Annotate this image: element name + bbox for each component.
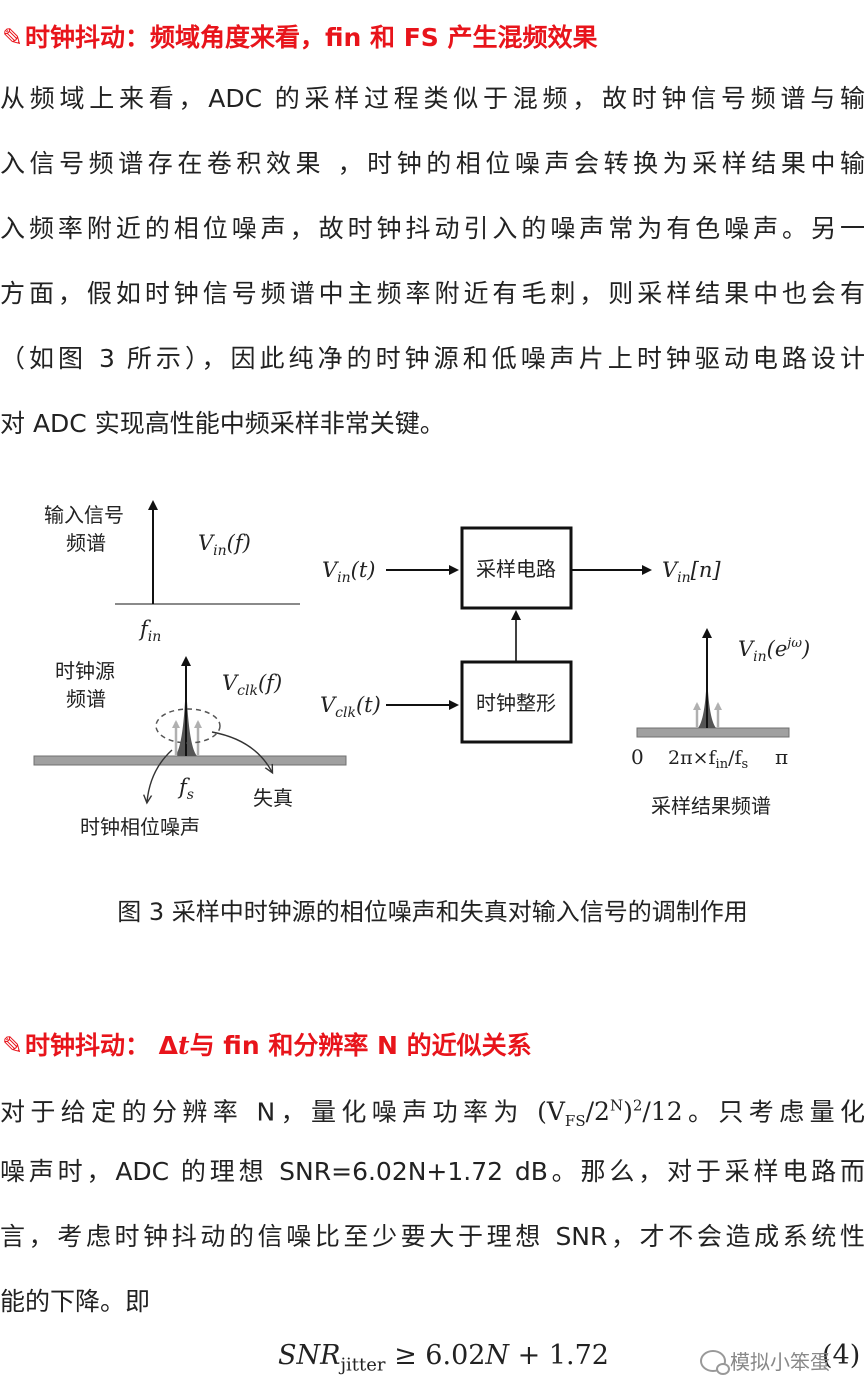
fin-label: fin: [138, 617, 161, 645]
equation-rhs-tail: + 1.72: [509, 1340, 609, 1371]
axis-zero-label: 0: [631, 745, 644, 769]
heading-text: 时钟抖动：: [24, 1031, 159, 1060]
input-spectrum-label: 输入信号: [44, 503, 124, 527]
input-spectrum: 输入信号 频谱 Vin(f) fin: [44, 500, 300, 645]
vclk-f-label: Vclk(f): [222, 671, 282, 699]
input-spectrum-label: 频谱: [66, 531, 106, 555]
paragraph-line: 言，考虑时钟抖动的信噪比至少要大于理想 SNR，才不会造成系统性: [0, 1222, 865, 1251]
result-spectrum: Vin(ejω) 0 2π×fin/fs π 采样结果频谱: [631, 628, 810, 818]
sampling-circuit-block: [460, 526, 573, 610]
paragraph-line: 对 ADC 实现高性能中频采样非常关键。: [0, 409, 445, 438]
clock-spectrum-axis: [33, 755, 347, 766]
axis-mid-label: 2π×fin/fs: [668, 747, 748, 772]
distortion-label: 失真: [253, 786, 293, 810]
equation-lhs: SNR: [278, 1340, 341, 1371]
result-spectrum-axis: [636, 727, 790, 738]
sampling-circuit-label: 采样电路: [476, 557, 556, 581]
vin-f-label: Vin(f): [198, 531, 251, 559]
paragraph-line: 噪声时，ADC 的理想 SNR=6.02N+1.72 dB。那么，对于采样电路而: [0, 1157, 865, 1186]
paragraph-frequency-domain: 从频域上来看，ADC 的采样过程类似于混频，故时钟信号频谱与输 入信号频谱存在卷…: [0, 66, 865, 456]
equation-lhs-sub: jitter: [340, 1354, 386, 1376]
pencil-icon: ✎: [2, 23, 23, 52]
clock-spectrum: 时钟源 频谱 Vclk(f) fs 失真 时钟相位噪声: [33, 656, 347, 839]
clock-spectrum-label: 时钟源: [55, 659, 115, 683]
equation-snr-jitter: SNRjitter ≥ 6.02N + 1.72: [278, 1340, 609, 1375]
distortion-pointer: [211, 731, 272, 772]
paragraph-line: 入信号频谱存在卷积效果 ，时钟的相位噪声会转换为采样结果中输: [0, 149, 865, 178]
vclk-t-label: Vclk(t): [320, 693, 381, 721]
result-spectrum-label: 采样结果频谱: [651, 794, 771, 818]
section-heading-jitter-relation: ✎时钟抖动： Δt与 fin 和分辨率 N 的近似关系: [2, 1026, 532, 1062]
paragraph-jitter-relation: 对于给定的分辨率 N，量化噪声功率为 (VFS/2N)2/12。只考虑量化 噪声…: [0, 1074, 865, 1334]
wechat-icon: [700, 1349, 730, 1375]
text-run: 。只考虑量化: [682, 1097, 865, 1127]
paragraph-line: 从频域上来看，ADC 的采样过程类似于混频，故时钟信号频谱与输: [0, 84, 865, 113]
paragraph-line: 对于给定的分辨率 N，量化噪声功率为 (VFS/2N)2/12。只考虑量化: [0, 1074, 865, 1139]
watermark-text: 模拟小笨蛋: [730, 1350, 830, 1374]
heading-text: 时钟抖动：频域角度来看，fin 和 FS 产生混频效果: [24, 23, 598, 52]
heading-delta: Δ: [158, 1031, 179, 1060]
figure-caption: 图 3 采样中时钟源的相位噪声和失真对输入信号的调制作用: [117, 898, 748, 926]
equation-n: N: [485, 1340, 510, 1371]
paragraph-line: 能的下降。即: [0, 1287, 151, 1316]
vin-n-label: Vin[n]: [662, 558, 721, 586]
fs-label: fs: [177, 775, 194, 803]
paragraph-line: （如图 3 所示），因此纯净的时钟源和低噪声片上时钟驱动电路设计: [0, 344, 865, 373]
figure-sampling-diagram: 输入信号 频谱 Vin(f) fin 时钟源 频谱 Vclk(f) fs 失真 …: [33, 500, 810, 839]
equation-rhs: ≥ 6.02: [385, 1340, 486, 1371]
heading-t: t: [178, 1031, 190, 1060]
phase-noise-pointer: [147, 749, 173, 802]
text-run: 对于给定的分辨率 N，量化噪声功率为: [0, 1097, 538, 1127]
paragraph-line: 方面，假如时钟信号频谱中主频率附近有毛刺，则采样结果中也会有: [0, 279, 865, 308]
watermark: 模拟小笨蛋: [700, 1346, 830, 1375]
pencil-icon: ✎: [2, 1031, 23, 1060]
section-heading-frequency-domain: ✎时钟抖动：频域角度来看，fin 和 FS 产生混频效果: [2, 18, 597, 54]
block-diagram: Vin(t) 采样电路 Vin[n] 时钟整形 Vclk(t): [320, 526, 721, 744]
paragraph-line: 入频率附近的相位噪声，故时钟抖动引入的噪声常为有色噪声。另一: [0, 214, 865, 243]
phase-noise-label: 时钟相位噪声: [80, 815, 200, 839]
quantization-noise-formula: (VFS/2N)2/12: [537, 1097, 683, 1131]
heading-text: 与 fin 和分辨率 N 的近似关系: [189, 1031, 532, 1060]
axis-pi-label: π: [775, 745, 788, 769]
vin-t-label: Vin(t): [322, 558, 376, 586]
noise-ellipse: [155, 708, 221, 744]
clock-spectrum-label: 频谱: [66, 687, 106, 711]
equation-number: (4): [822, 1340, 861, 1371]
clock-shaping-label: 时钟整形: [476, 691, 556, 715]
vin-ejw-label: Vin(ejω): [738, 636, 810, 665]
